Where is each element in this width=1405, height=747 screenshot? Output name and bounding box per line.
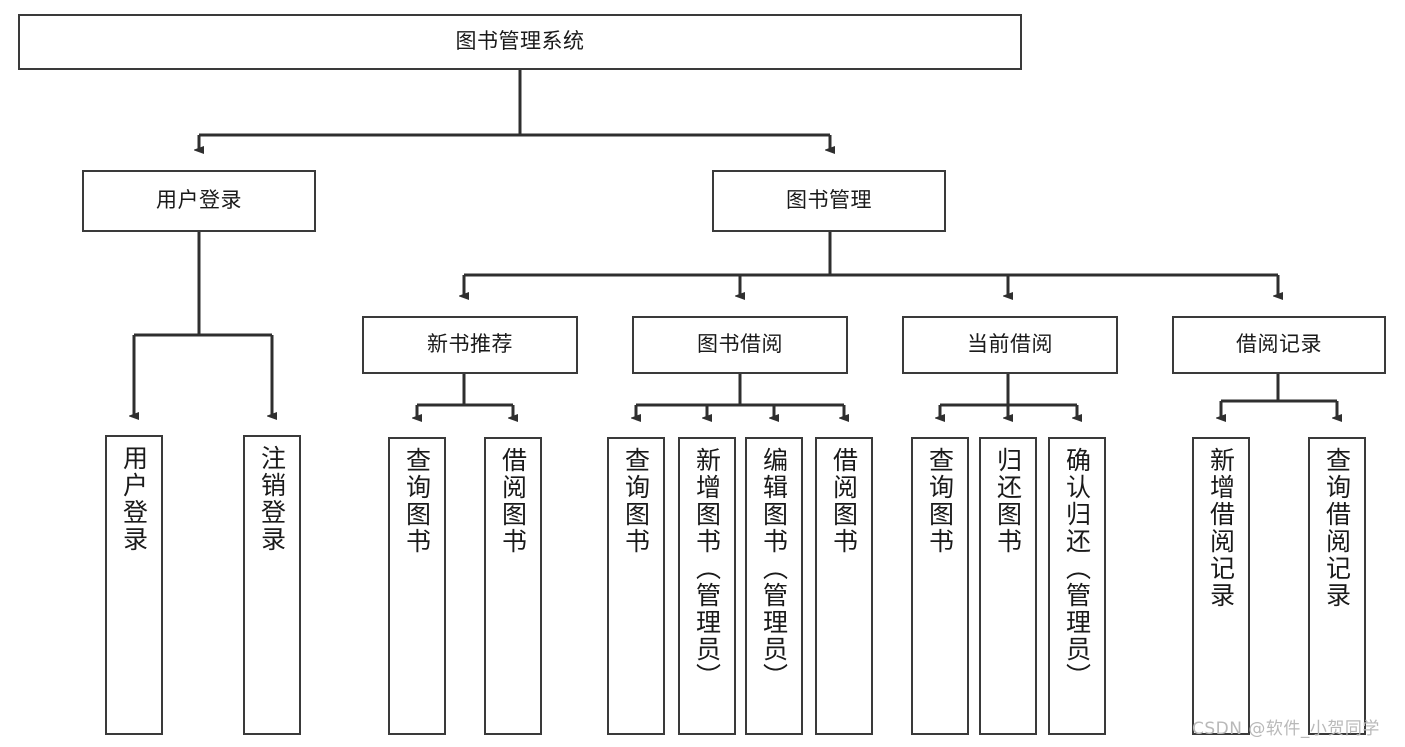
node-label: 查询图书: [925, 447, 955, 555]
leaf-return-book[interactable]: 归还图书: [979, 437, 1037, 735]
node-label: 新书推荐: [427, 332, 513, 357]
node-label: 新增借阅记录: [1206, 447, 1236, 609]
node-label: 当前借阅: [967, 332, 1053, 357]
node-book-management[interactable]: 图书管理: [712, 170, 946, 232]
leaf-query-book-bb[interactable]: 查询图书: [607, 437, 665, 735]
leaf-user-login[interactable]: 用户登录: [105, 435, 163, 735]
node-label: 借阅图书: [498, 447, 528, 555]
node-label: 用户登录: [119, 445, 149, 553]
node-label: 确认归还（管理员）: [1062, 447, 1092, 690]
leaf-logout[interactable]: 注销登录: [243, 435, 301, 735]
node-label: 图书管理系统: [455, 29, 585, 54]
leaf-query-book-nbr[interactable]: 查询图书: [388, 437, 446, 735]
leaf-borrow-book-bb[interactable]: 借阅图书: [815, 437, 873, 735]
leaf-borrow-book-nbr[interactable]: 借阅图书: [484, 437, 542, 735]
node-label: 注销登录: [257, 445, 287, 553]
node-label: 新增图书（管理员）: [692, 447, 722, 690]
node-label: 查询图书: [621, 447, 651, 555]
node-label: 查询借阅记录: [1322, 447, 1352, 609]
node-label: 编辑图书（管理员）: [759, 447, 789, 690]
node-root-book-management-system[interactable]: 图书管理系统: [18, 14, 1022, 70]
node-current-borrowing[interactable]: 当前借阅: [902, 316, 1118, 374]
leaf-confirm-return-admin[interactable]: 确认归还（管理员）: [1048, 437, 1106, 735]
node-label: 图书管理: [786, 188, 872, 213]
node-label: 借阅记录: [1236, 332, 1322, 357]
leaf-add-book-admin[interactable]: 新增图书（管理员）: [678, 437, 736, 735]
leaf-query-borrow-record[interactable]: 查询借阅记录: [1308, 437, 1366, 735]
node-user-login[interactable]: 用户登录: [82, 170, 316, 232]
leaf-query-book-cb[interactable]: 查询图书: [911, 437, 969, 735]
leaf-edit-book-admin[interactable]: 编辑图书（管理员）: [745, 437, 803, 735]
node-label: 查询图书: [402, 447, 432, 555]
leaf-add-borrow-record[interactable]: 新增借阅记录: [1192, 437, 1250, 735]
node-label: 用户登录: [156, 188, 242, 213]
node-new-book-recommendation[interactable]: 新书推荐: [362, 316, 578, 374]
node-label: 归还图书: [993, 447, 1023, 555]
node-book-borrowing[interactable]: 图书借阅: [632, 316, 848, 374]
node-label: 图书借阅: [697, 332, 783, 357]
node-borrow-records[interactable]: 借阅记录: [1172, 316, 1386, 374]
node-label: 借阅图书: [829, 447, 859, 555]
